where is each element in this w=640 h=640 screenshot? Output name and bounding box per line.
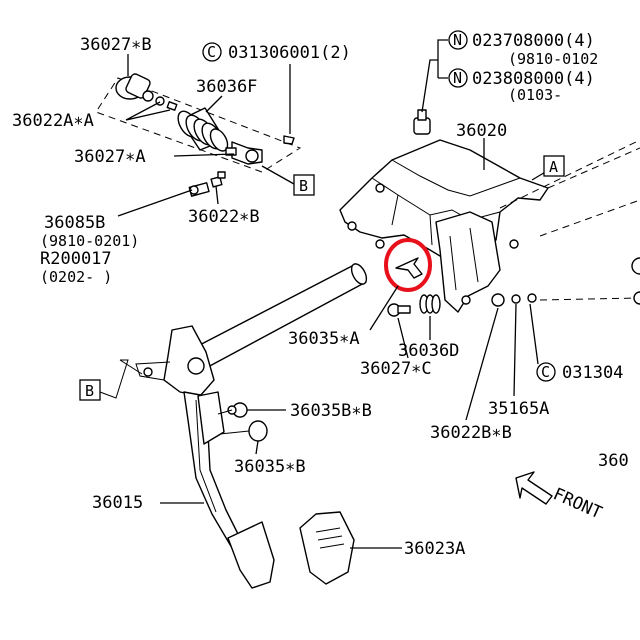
label-023708000: 023708000(4) — [472, 31, 595, 51]
circle-n-marker-2: N — [448, 68, 468, 88]
brake-pedal-36015 — [135, 263, 368, 589]
label-36022b-b: 36022B∗B — [430, 423, 512, 443]
pin-part — [395, 257, 423, 279]
label-35165a: 35165A — [488, 399, 549, 419]
label-36015: 36015 — [92, 493, 143, 513]
label-36022-b: 36022∗B — [188, 207, 260, 227]
bushing-parts — [217, 402, 268, 442]
label-36035b-b: 36035B∗B — [290, 401, 372, 421]
label-36036d: 36036D — [398, 341, 459, 361]
switch-exploded-group — [95, 73, 302, 197]
circle-n-letter: N — [453, 69, 462, 87]
label-r200017: R200017 — [40, 249, 112, 269]
circle-n-marker-1: N — [448, 30, 468, 50]
front-label: FRONT — [550, 484, 605, 523]
box-b-letter: B — [299, 177, 308, 195]
label-36027-b: 36027∗B — [80, 35, 152, 55]
label-36035-b: 36035∗B — [234, 457, 306, 477]
highlight-circle — [384, 238, 432, 292]
box-a-letter: A — [549, 158, 558, 176]
label-date-0103: (0103- — [508, 86, 562, 104]
label-36035-a: 36035∗A — [288, 329, 360, 349]
label-031304: 031304 — [562, 363, 623, 383]
label-36085b: 36085B — [44, 213, 105, 233]
label-023808000: 023808000(4) — [472, 69, 595, 89]
label-36027-c: 36027∗C — [360, 359, 432, 379]
circle-c-marker-1: C — [202, 42, 222, 62]
circle-n-letter: N — [453, 31, 462, 49]
label-031306001: 031306001(2) — [228, 43, 351, 63]
circle-c-letter: C — [541, 363, 550, 381]
part-labels: 36027∗B 031306001(2) 36036F 36022A∗A 360… — [12, 31, 629, 559]
circle-c-letter: C — [207, 43, 216, 61]
label-360-partial: 360 — [598, 451, 629, 471]
label-36027-a: 36027∗A — [74, 147, 146, 167]
box-b-marker-2: B — [79, 379, 101, 401]
label-36036f: 36036F — [196, 77, 257, 97]
box-a-marker: A — [543, 155, 565, 177]
label-date-0202: (0202- ) — [40, 268, 112, 286]
label-date-9810-0102: (9810-0102 — [508, 50, 598, 68]
leader-lines — [99, 39, 553, 549]
label-36020: 36020 — [456, 121, 507, 141]
label-date-9810-0201: (9810-0201) — [40, 232, 139, 250]
pedal-bracket-36020 — [339, 109, 549, 313]
box-b-letter: B — [85, 382, 94, 400]
box-b-marker-1: B — [293, 174, 315, 196]
pedal-pad-36023a — [299, 511, 355, 585]
circle-c-marker-2: C — [536, 362, 556, 382]
label-36023a: 36023A — [404, 539, 465, 559]
shaft-small-parts — [387, 293, 537, 317]
label-36022a-a: 36022A∗A — [12, 111, 94, 131]
front-arrow: FRONT — [515, 471, 605, 523]
spring-36036f — [177, 107, 229, 152]
